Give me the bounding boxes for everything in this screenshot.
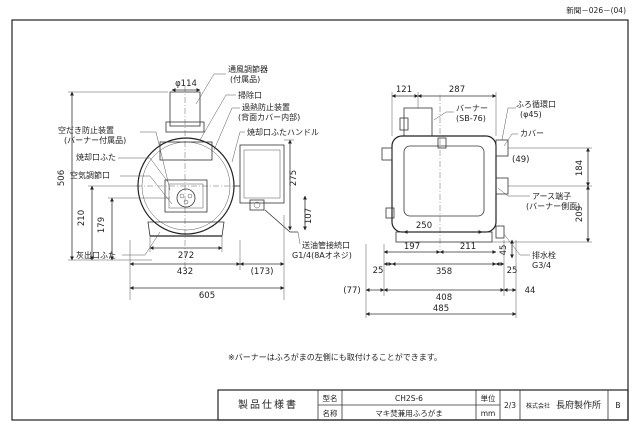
dim-h-179: 179 [97, 217, 107, 233]
side-circ-port-lower [495, 177, 509, 195]
dim-w-432: 432 [177, 267, 193, 277]
label-drain: 排水栓 [532, 250, 556, 260]
dim-w-197: 197 [404, 242, 420, 252]
dim-h-275: 275 [289, 170, 299, 186]
dim-w-408: 408 [436, 293, 452, 303]
label-oil-pipe-sub: G1/4(8Aオネジ) [292, 251, 352, 260]
title-block-model-label: 型名 [323, 393, 338, 403]
title-block-unit-value: mm [481, 409, 496, 418]
label-circ-port-sub: (φ45) [520, 110, 542, 119]
dim-w-25b: 25 [507, 266, 518, 276]
label-burner: バーナー [456, 104, 488, 113]
label-cover: カバー [520, 129, 544, 138]
side-body [391, 135, 497, 233]
dim-w-250: 250 [416, 221, 432, 231]
doc-number: 新聞－026－(04) [566, 5, 626, 15]
dim-pipe-dia: φ114 [175, 79, 197, 89]
dim-w-25a: 25 [373, 266, 384, 276]
dim-w-605: 605 [199, 291, 215, 301]
dim-h-209: 209 [575, 206, 585, 222]
label-air-damper: 通風調節器 [228, 64, 268, 74]
dim-w-358: 358 [436, 267, 452, 277]
title-block-rev: B [615, 401, 620, 410]
label-oil-pipe: 送油管接続口 [302, 240, 350, 250]
label-ash-lid: 灰出口ふた [76, 250, 116, 260]
dim-h-107: 107 [304, 208, 314, 224]
title-block-company: 長府製作所 [556, 399, 601, 411]
label-earth: アース端子 [532, 191, 571, 201]
title-block: 製品仕様書 型名 名称 CH2S-6 マキ焚兼用ふろがま 単位 mm 2/3 株… [217, 389, 629, 421]
dim-h-210: 210 [77, 210, 87, 226]
title-block-name-label: 名称 [323, 408, 338, 418]
dim-w-173: (173) [251, 267, 274, 277]
dim-w-287: 287 [449, 85, 465, 95]
title-block-name-value: マキ焚兼用ふろがま [375, 408, 443, 418]
dim-w-44: 44 [525, 286, 536, 296]
title-block-title: 製品仕様書 [238, 398, 298, 411]
label-dry-fire: 空だき防止装置 [58, 125, 114, 135]
dim-h-184: 184 [575, 160, 585, 176]
label-air-inlet: 空気調節口 [70, 170, 110, 180]
label-earth-sub: (バーナー側面) [526, 201, 580, 211]
side-view: 121 287 184 209 (49) 45 250 197 211 25 3… [343, 85, 592, 318]
dim-w-272: 272 [178, 251, 194, 261]
label-air-damper-sub: (付属品) [230, 74, 260, 84]
dim-height-506: 506 [57, 170, 67, 186]
label-overheat: 過熱防止装置 [242, 102, 290, 112]
dim-h-49: (49) [512, 155, 529, 165]
front-view: φ114 506 210 179 275 107 272 432 (173) 6… [57, 64, 352, 301]
title-block-unit-label: 単位 [481, 393, 496, 403]
label-dry-fire-sub: (バーナー付属品) [64, 135, 126, 145]
dim-w-121: 121 [396, 85, 412, 95]
label-drain-sub: G3/4 [532, 261, 551, 270]
label-burner-sub: (SB-76) [456, 114, 486, 123]
label-firebox-handle: 焼却口ふたハンドル [247, 127, 319, 137]
title-block-model-value: CH2S-6 [395, 394, 423, 403]
label-overheat-sub: (背面カバー内部) [238, 112, 300, 122]
label-cleanout: 掃除口 [238, 90, 262, 100]
dim-w-77: (77) [343, 286, 360, 296]
front-fire-door [164, 179, 208, 213]
front-burner-box [239, 144, 285, 204]
label-circ-port: ふろ循環口 [516, 99, 556, 109]
label-firebox-lid: 焼却口ふた [76, 152, 116, 162]
title-block-company-prefix: 株式会社 [526, 402, 550, 410]
note-burner-side: ※バーナーはふろがまの左側にも取付けることができます。 [228, 352, 442, 362]
dim-w-211: 211 [460, 242, 476, 252]
title-block-scale: 2/3 [504, 401, 516, 410]
dim-w-485: 485 [433, 304, 449, 314]
